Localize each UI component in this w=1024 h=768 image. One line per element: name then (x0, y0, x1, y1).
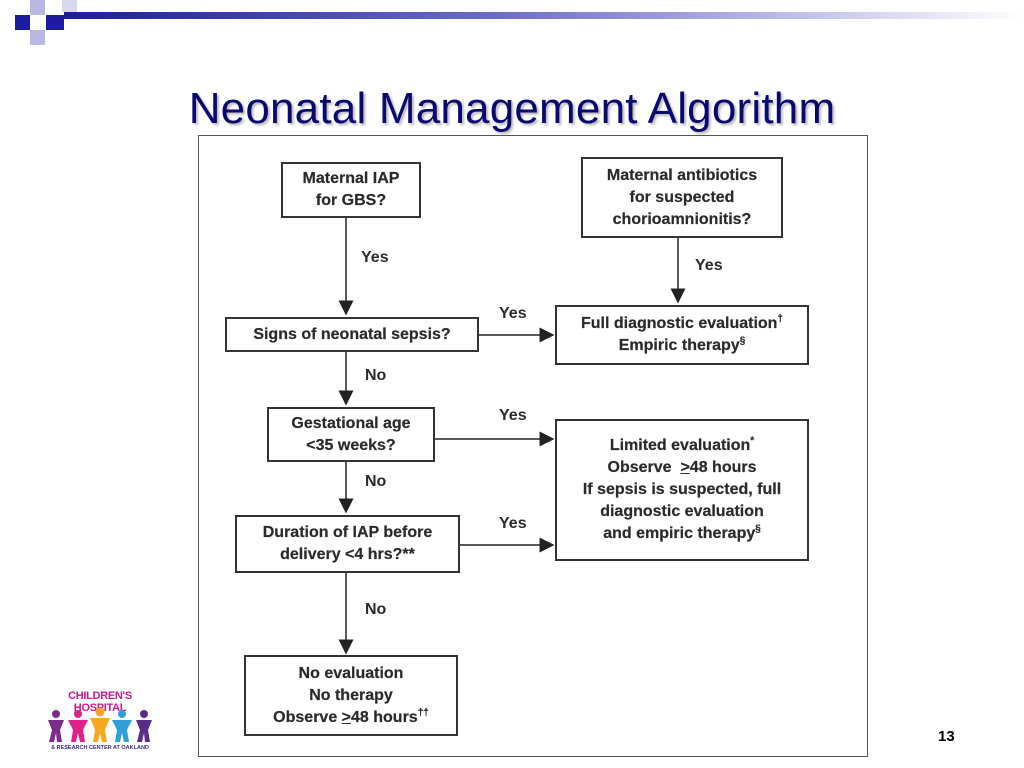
label-ga-to-limited: Yes (499, 407, 527, 424)
decor-square-2 (30, 0, 45, 15)
label-antibiotics-to-full: Yes (695, 257, 723, 274)
decor-title-bar (64, 12, 1024, 19)
node-duration-iap: Duration of IAP before delivery <4 hrs?*… (235, 515, 460, 573)
hospital-logo: CHILDREN'S HOSPITAL & RESEARCH CENTER AT… (44, 690, 156, 756)
label-signs-to-ga: No (365, 367, 387, 384)
node-no-evaluation: No evaluation No therapy Observe >48 hou… (244, 655, 458, 736)
slide-title: Neonatal Management Algorithm (188, 84, 836, 133)
logo-subtitle: & RESEARCH CENTER AT OAKLAND (51, 745, 149, 751)
label-iap-to-signs: Yes (361, 249, 389, 266)
node-gestational-age: Gestational age <35 weeks? (267, 407, 435, 462)
node-limited-evaluation: Limited evaluation* Observe >48 hours If… (555, 419, 809, 561)
node-maternal-iap: Maternal IAP for GBS? (281, 162, 421, 218)
children-figures-icon (48, 707, 152, 742)
decor-square-4 (30, 30, 45, 45)
decor-square-5 (62, 0, 77, 12)
node-maternal-antibiotics: Maternal antibiotics for suspected chori… (581, 157, 783, 238)
label-duration-to-noeval: No (365, 601, 387, 618)
label-duration-to-limited: Yes (499, 515, 527, 532)
label-ga-to-duration: No (365, 473, 387, 490)
flowchart-arrows (338, 218, 686, 655)
flowchart-figure: Maternal IAP for GBS? Maternal antibioti… (198, 135, 868, 757)
node-signs-sepsis: Signs of neonatal sepsis? (225, 317, 479, 352)
label-signs-to-full: Yes (499, 305, 527, 322)
decor-square-1 (15, 15, 30, 30)
node-full-evaluation: Full diagnostic evaluation† Empiric ther… (555, 305, 809, 365)
decor-square-3 (46, 15, 64, 30)
page-number: 13 (938, 728, 955, 745)
